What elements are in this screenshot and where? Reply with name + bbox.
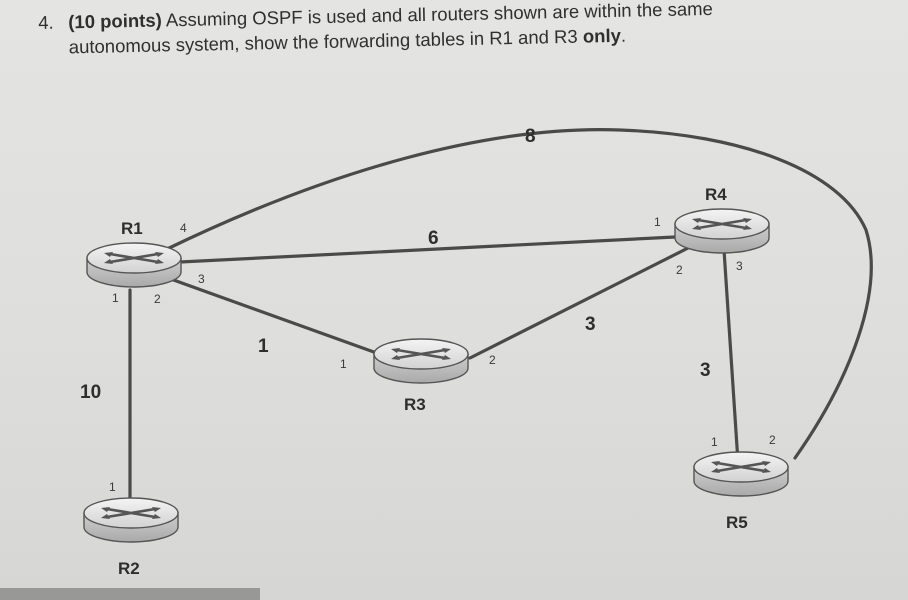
link-r1-r5-cost-8	[163, 128, 873, 460]
port-r1-3: 3	[198, 272, 205, 286]
port-r3-1: 1	[340, 357, 347, 371]
link-r4-r5-cost-3	[722, 248, 740, 464]
router-label-r5: R5	[726, 513, 748, 532]
cost-label-r3-r4: 3	[585, 314, 596, 335]
port-r4-3: 3	[736, 259, 743, 273]
port-r1-1: 1	[112, 291, 119, 305]
cost-label-r1-r4: 6	[428, 228, 439, 249]
link-r1-r3-cost-1	[166, 276, 387, 358]
router-r2-icon	[82, 496, 180, 544]
port-r1-2: 2	[154, 292, 161, 306]
page-edge-shadow	[0, 588, 260, 600]
router-r4-icon	[673, 207, 771, 255]
link-r3-r4-cost-3	[468, 245, 692, 360]
port-r1-4: 4	[180, 221, 187, 235]
port-r4-2: 2	[676, 263, 683, 277]
router-label-r2: R2	[118, 559, 140, 578]
router-label-r4: R4	[705, 185, 727, 204]
port-r5-2: 2	[769, 433, 776, 447]
cost-label-r1-r2: 10	[80, 382, 101, 403]
router-r5-icon	[692, 450, 790, 498]
port-r3-2: 2	[489, 353, 496, 367]
cost-label-r1-r3: 1	[258, 336, 269, 357]
port-r5-1: 1	[711, 435, 718, 449]
port-r4-1: 1	[654, 215, 661, 229]
cost-label-r4-r5: 3	[700, 360, 711, 381]
router-label-r1: R1	[121, 219, 143, 238]
router-r3-icon	[372, 337, 470, 385]
port-r2-1: 1	[109, 480, 116, 494]
link-r1-r4-cost-6	[178, 235, 677, 264]
router-r1-icon	[85, 241, 183, 289]
cost-label-r1-r5: 8	[525, 126, 536, 147]
router-label-r3: R3	[404, 395, 426, 414]
